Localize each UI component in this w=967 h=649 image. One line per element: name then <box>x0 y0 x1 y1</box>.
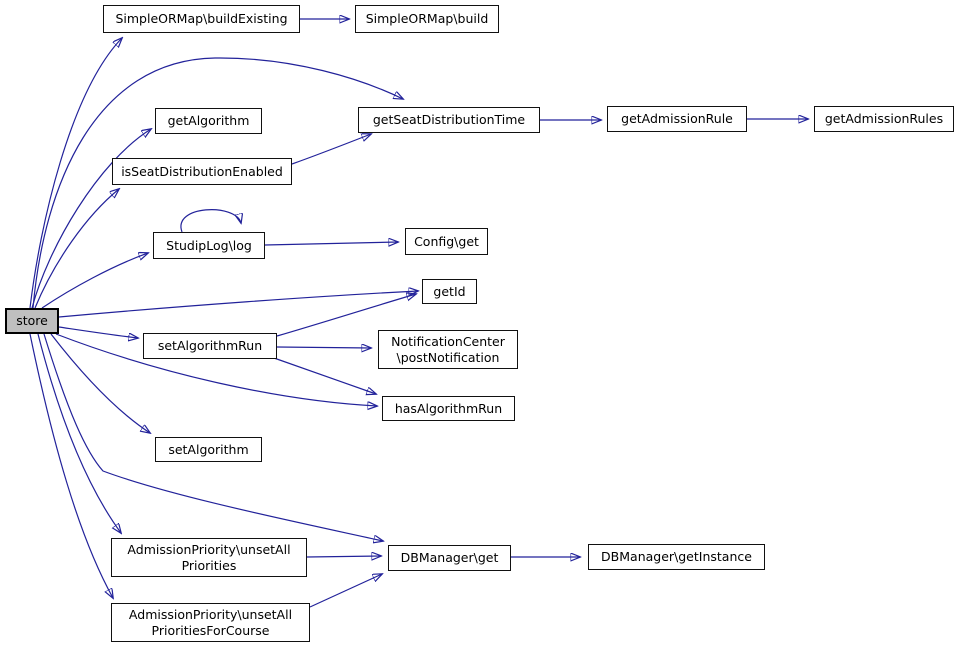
edge-setAlgorithmRun-to-getId <box>276 294 416 337</box>
node-admissionpriority-unsetallpriorities[interactable]: AdmissionPriority\unsetAll Priorities <box>111 538 307 577</box>
node-hasalgorithmrun[interactable]: hasAlgorithmRun <box>382 396 515 421</box>
node-setalgorithmrun[interactable]: setAlgorithmRun <box>143 333 277 359</box>
edge-store-to-hasAlgorithmRun <box>55 333 377 406</box>
node-getadmissionrule[interactable]: getAdmissionRule <box>607 106 747 132</box>
edge-store-to-setAlgorithmRun <box>58 326 138 338</box>
edge-store-to-dbManagerGet <box>43 333 383 541</box>
edge-store-to-studipLog <box>41 253 148 309</box>
edge-setAlgorithmRun-to-hasAlgorithmRun <box>273 357 376 394</box>
edge-store-to-unsetAllPrioritiesForCourse <box>29 333 113 598</box>
node-getadmissionrules[interactable]: getAdmissionRules <box>814 106 954 132</box>
node-getseatdistributiontime[interactable]: getSeatDistributionTime <box>358 107 540 133</box>
edge-store-to-unsetAllPriorities <box>37 333 121 533</box>
edge-studipLog-to-configGet <box>264 242 398 245</box>
node-simpleormap-build[interactable]: SimpleORMap\build <box>355 5 499 33</box>
edge-store-to-setAlgorithm <box>50 333 150 433</box>
edge-unsetAllPrioritiesForCourse-to-dbManagerGet <box>309 574 382 608</box>
node-getid[interactable]: getId <box>422 279 477 304</box>
node-simpleormap-buildexisting[interactable]: SimpleORMap\buildExisting <box>103 5 300 33</box>
edge-store-to-getId <box>58 291 418 318</box>
node-isseatdistributionenabled[interactable]: isSeatDistributionEnabled <box>112 158 292 185</box>
node-dbmanager-getinstance[interactable]: DBManager\getInstance <box>588 544 765 570</box>
edge-store-to-getAlgorithm <box>31 129 151 309</box>
node-getalgorithm[interactable]: getAlgorithm <box>155 108 262 134</box>
edge-store-to-isSeatDistributionEnabled <box>34 189 119 309</box>
edge-unsetAllPriorities-to-dbManagerGet <box>306 556 381 557</box>
edge-setAlgorithmRun-to-notificationCenter <box>276 347 371 348</box>
edge-isSeatDistributionEnabled-to-getSeatDistributionTime <box>291 134 371 165</box>
node-notificationcenter-postnotification[interactable]: NotificationCenter \postNotification <box>378 330 518 369</box>
node-config-get[interactable]: Config\get <box>405 228 488 255</box>
node-admissionpriority-unsetallprioritiesforcourse[interactable]: AdmissionPriority\unsetAll PrioritiesFor… <box>111 603 310 642</box>
node-setalgorithm[interactable]: setAlgorithm <box>155 437 262 462</box>
node-studiplog-log[interactable]: StudipLog\log <box>153 232 265 259</box>
edge-studipLog-self-loop <box>180 209 241 233</box>
edge-store-to-getSeatDistributionTime <box>32 57 403 309</box>
edge-store-to-buildExisting <box>29 38 122 309</box>
node-dbmanager-get[interactable]: DBManager\get <box>388 545 511 571</box>
node-store-current: store <box>5 308 59 334</box>
